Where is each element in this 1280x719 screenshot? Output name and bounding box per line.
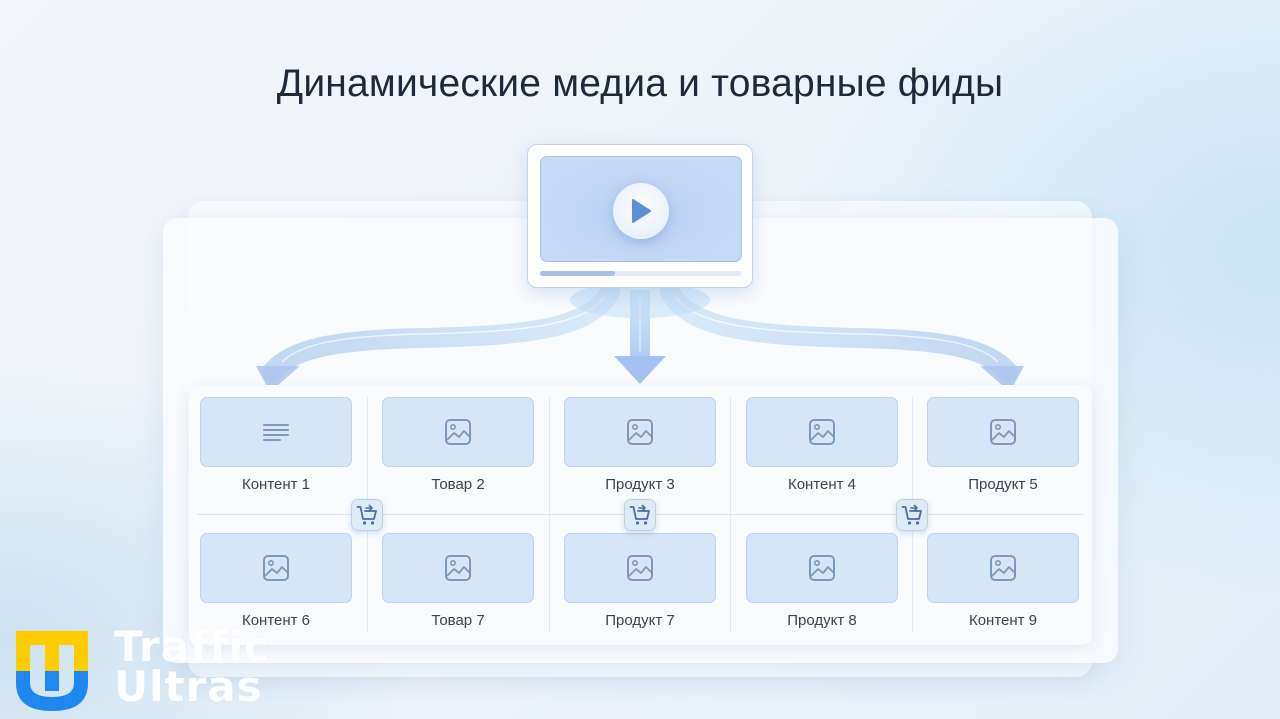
slide-title: Динамические медиа и товарные фиды xyxy=(276,62,1004,105)
feed-item[interactable]: Продукт 3 xyxy=(564,397,716,517)
play-icon xyxy=(632,199,651,223)
item-thumbnail xyxy=(564,533,716,603)
feed-item[interactable]: Контент 6 xyxy=(200,533,352,653)
image-icon xyxy=(990,555,1016,581)
item-thumbnail xyxy=(927,397,1079,467)
feed-grid: Контент 1 Товар 2 Продукт 3 xyxy=(189,385,1092,645)
image-icon xyxy=(809,419,835,445)
cart-arrow-icon xyxy=(901,504,922,525)
cart-arrow-icon xyxy=(629,504,650,525)
item-thumbnail xyxy=(746,533,898,603)
image-icon xyxy=(627,419,653,445)
image-icon xyxy=(990,419,1016,445)
brand-logo: Traffic Ultras xyxy=(14,622,314,715)
brand-name: Traffic Ultras xyxy=(114,622,270,711)
add-to-cart-badge[interactable] xyxy=(624,499,656,531)
item-label: Контент 6 xyxy=(241,612,311,629)
text-lines-icon xyxy=(263,424,289,441)
item-label: Контент 9 xyxy=(968,612,1038,629)
item-thumbnail xyxy=(200,397,352,467)
feed-item[interactable]: Товар 2 xyxy=(382,397,534,517)
feed-item[interactable]: Контент 9 xyxy=(927,533,1079,653)
feed-item[interactable]: Товар 7 xyxy=(382,533,534,653)
item-label: Контент 1 xyxy=(241,476,311,493)
play-button[interactable] xyxy=(613,183,669,239)
item-label: Продукт 8 xyxy=(787,612,857,629)
item-thumbnail xyxy=(382,397,534,467)
video-progress-bar[interactable] xyxy=(540,271,742,276)
image-icon xyxy=(445,419,471,445)
column-divider xyxy=(730,397,731,633)
feed-item[interactable]: Контент 1 xyxy=(200,397,352,517)
brand-name-line2: Ultras xyxy=(114,662,263,711)
item-label: Продукт 7 xyxy=(605,612,675,629)
item-label: Контент 4 xyxy=(787,476,857,493)
video-progress-fill xyxy=(540,271,615,276)
traffic-ultras-logo-icon xyxy=(16,631,88,711)
column-divider xyxy=(549,397,550,633)
item-thumbnail xyxy=(746,397,898,467)
video-player-card[interactable] xyxy=(527,144,753,288)
item-label: Продукт 3 xyxy=(605,476,675,493)
image-icon xyxy=(445,555,471,581)
video-screen xyxy=(540,156,742,262)
add-to-cart-badge[interactable] xyxy=(351,499,383,531)
item-label: Товар 7 xyxy=(431,612,485,629)
image-icon xyxy=(809,555,835,581)
image-icon xyxy=(263,555,289,581)
item-thumbnail xyxy=(927,533,1079,603)
item-thumbnail xyxy=(564,397,716,467)
brand-name-line1: Traffic xyxy=(114,622,270,671)
add-to-cart-badge[interactable] xyxy=(896,499,928,531)
feed-item[interactable]: Продукт 7 xyxy=(564,533,716,653)
item-label: Продукт 5 xyxy=(968,476,1038,493)
feed-item[interactable]: Продукт 5 xyxy=(927,397,1079,517)
feed-item[interactable]: Продукт 8 xyxy=(746,533,898,653)
cart-arrow-icon xyxy=(356,504,377,525)
image-icon xyxy=(627,555,653,581)
item-thumbnail xyxy=(200,533,352,603)
item-label: Товар 2 xyxy=(431,476,485,493)
feed-item[interactable]: Контент 4 xyxy=(746,397,898,517)
item-thumbnail xyxy=(382,533,534,603)
